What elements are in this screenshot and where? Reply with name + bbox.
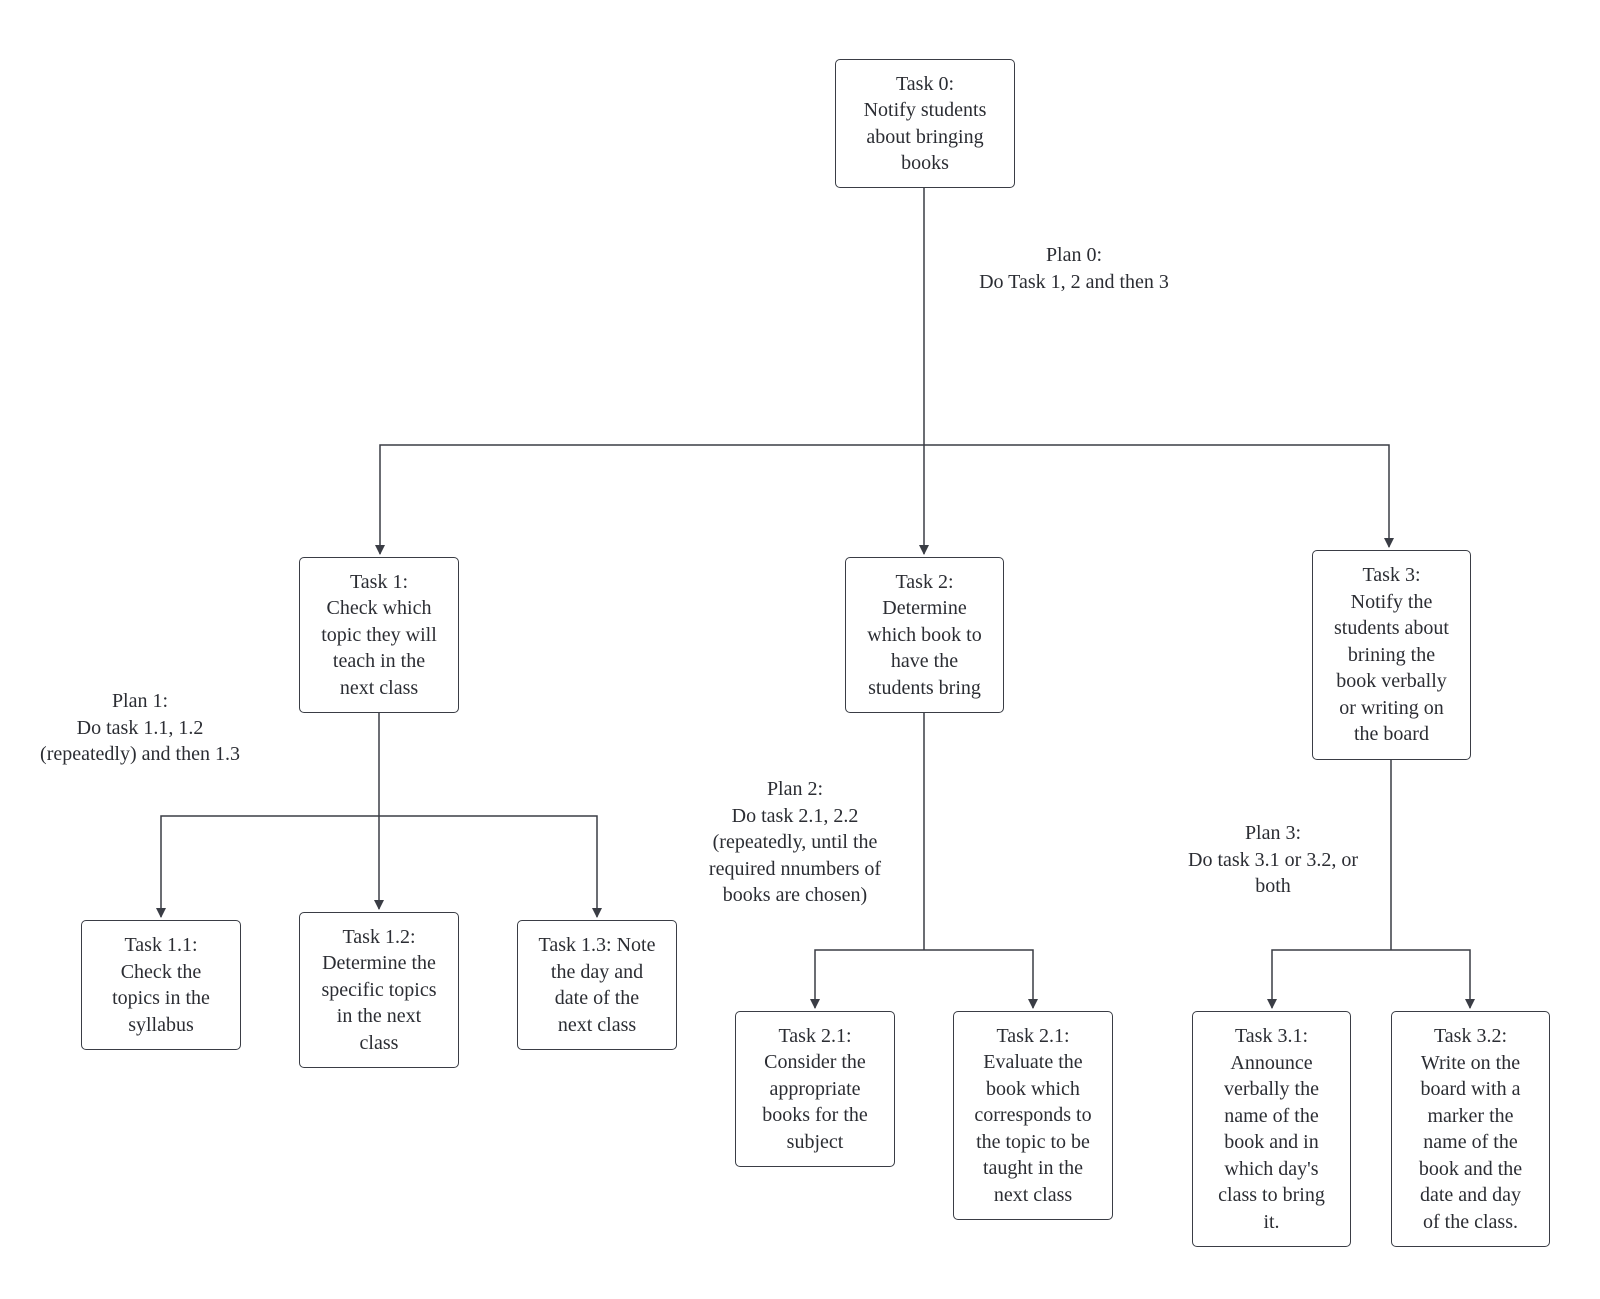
task-2-2-line: Evaluate the [983,1051,1083,1074]
task-1-1-line: Task 1.1: [124,934,198,956]
task-0-line: about bringing [866,125,984,148]
task-2-line: Determine [882,597,967,620]
task-1-line: topic they will [321,623,437,646]
plan-3-line: Do task 3.1 or 3.2, or [1188,848,1358,871]
task-2-1-line: Task 2.1: [778,1024,852,1047]
plan-3-line: Plan 3: [1244,822,1302,844]
task-1-3-line: date of the [554,987,640,1009]
task-0-line: books [901,152,949,174]
connector-task1-to-task1-3 [379,815,602,918]
task-3-2-line: book and the [1418,1157,1523,1180]
connector-task3-to-task3-2 [1391,949,1475,1009]
task-2-1-line: subject [786,1130,844,1153]
task-3-line: book verbally [1336,670,1447,693]
task-3-1-line: book and in [1224,1131,1319,1153]
task-3-1-line: Announce [1230,1051,1313,1074]
task-2-line: have the [890,650,959,673]
task-3-line: brining the [1347,643,1436,666]
plan-0-line: Do Task 1, 2 and then 3 [979,270,1169,293]
task-2-2-box: Task 2.1: Evaluate the book which corres… [953,1011,1113,1220]
task-2-2-line: taught in the [983,1157,1083,1180]
task-3-line: students about [1334,617,1449,640]
task-0-box: Task 0: Notify students about bringing b… [835,59,1015,188]
connector-task0-to-task3 [924,444,1394,548]
task-1-box: Task 1: Check which topic they will teac… [299,557,459,713]
task-3-2-box: Task 3.2: Write on the board with a mark… [1391,1011,1550,1247]
task-1-3-line: Task 1.3: Note [538,934,656,956]
task-2-line: which book to [867,623,982,646]
task-2-line: Task 2: [895,570,954,593]
task-3-1-line: class to bring [1218,1184,1325,1206]
task-1-1-line: topics in the [112,987,210,1009]
task-3-1-line: verbally the [1224,1078,1319,1100]
task-3-2-line: marker the [1427,1104,1514,1127]
task-3-line: Notify the [1350,590,1433,613]
plan-0-label: Plan 0: Do Task 1, 2 and then 3 [954,242,1194,295]
task-1-3-line: the day and [550,960,644,983]
connector-task3-to-task3-1 [1267,949,1391,1009]
plan-3-line: both [1255,875,1291,897]
task-1-3-line: next class [557,1013,637,1036]
task-3-1-line: Task 3.1: [1234,1025,1309,1047]
task-1-line: Check which [326,597,432,620]
task-2-2-line: next class [993,1183,1073,1206]
task-1-line: teach in the [332,650,426,673]
task-2-1-line: books for the [762,1104,868,1127]
connector-task2-to-task2-2 [924,949,1038,1009]
task-2-1-line: Consider the [764,1051,866,1074]
task-3-line: the board [1354,723,1429,746]
plan-1-line: Plan 1: [111,690,169,712]
plan-2-line: required nnumbers of [708,857,882,880]
plan-1-line: (repeatedly) and then 1.3 [40,743,240,765]
connector-task1-to-task1-1 [156,815,379,918]
task-1-2-line: in the next [336,1005,422,1028]
task-1-2-box: Task 1.2: Determine the specific topics … [299,912,459,1068]
task-1-2-line: Task 1.2: [342,925,416,948]
task-2-1-line: appropriate [769,1077,861,1100]
plan-2-label: Plan 2: Do task 2.1, 2.2 (repeatedly, un… [690,776,900,909]
plan-2-line: Plan 2: [766,778,824,800]
plan-2-line: books are chosen) [722,884,868,906]
plan-2-line: (repeatedly, until the [712,831,878,853]
task-3-2-line: board with a [1420,1078,1521,1100]
task-3-2-line: Write on the [1420,1051,1521,1074]
task-2-2-line: corresponds to [974,1104,1092,1127]
task-2-line: students bring [868,676,981,699]
task-1-2-line: class [359,1031,399,1054]
task-2-1-box: Task 2.1: Consider the appropriate books… [735,1011,895,1167]
task-3-2-line: Task 3.2: [1433,1025,1508,1047]
task-1-1-line: Check the [120,960,202,983]
connector-task0-to-task1 [375,444,924,555]
task-0-line: Task 0: [895,72,955,95]
task-3-2-line: of the class. [1423,1210,1518,1233]
task-3-2-line: date and day [1419,1184,1522,1206]
task-3-2-line: name of the [1423,1131,1518,1153]
task-1-1-box: Task 1.1: Check the topics in the syllab… [81,920,241,1050]
task-3-1-line: it. [1263,1210,1280,1233]
task-3-1-line: which day's [1224,1157,1319,1180]
task-1-2-line: specific topics [321,978,437,1001]
task-2-2-line: book which [986,1077,1080,1100]
plan-2-line: Do task 2.1, 2.2 [731,804,859,827]
connector-task2-to-task2-1 [810,949,924,1009]
task-1-1-line: syllabus [128,1013,194,1036]
task-3-1-line: name of the [1224,1104,1319,1127]
task-3-1-box: Task 3.1: Announce verbally the name of … [1192,1011,1351,1247]
task-3-line: or writing on [1339,696,1444,719]
plan-3-label: Plan 3: Do task 3.1 or 3.2, or both [1163,820,1383,900]
task-2-2-line: the topic to be [976,1130,1090,1153]
plan-1-label: Plan 1: Do task 1.1, 1.2 (repeatedly) an… [20,688,260,768]
plan-0-line: Plan 0: [1045,244,1103,266]
task-1-2-line: Determine the [322,952,436,975]
task-2-box: Task 2: Determine which book to have the… [845,557,1004,713]
task-1-3-box: Task 1.3: Note the day and date of the n… [517,920,677,1050]
task-3-box: Task 3: Notify the students about brinin… [1312,550,1471,760]
task-0-line: Notify students [863,99,987,121]
task-2-2-line: Task 2.1: [996,1024,1070,1047]
task-1-line: next class [339,676,419,699]
plan-1-line: Do task 1.1, 1.2 [76,716,204,739]
task-3-line: Task 3: [1362,564,1421,587]
task-1-line: Task 1: [349,570,409,593]
